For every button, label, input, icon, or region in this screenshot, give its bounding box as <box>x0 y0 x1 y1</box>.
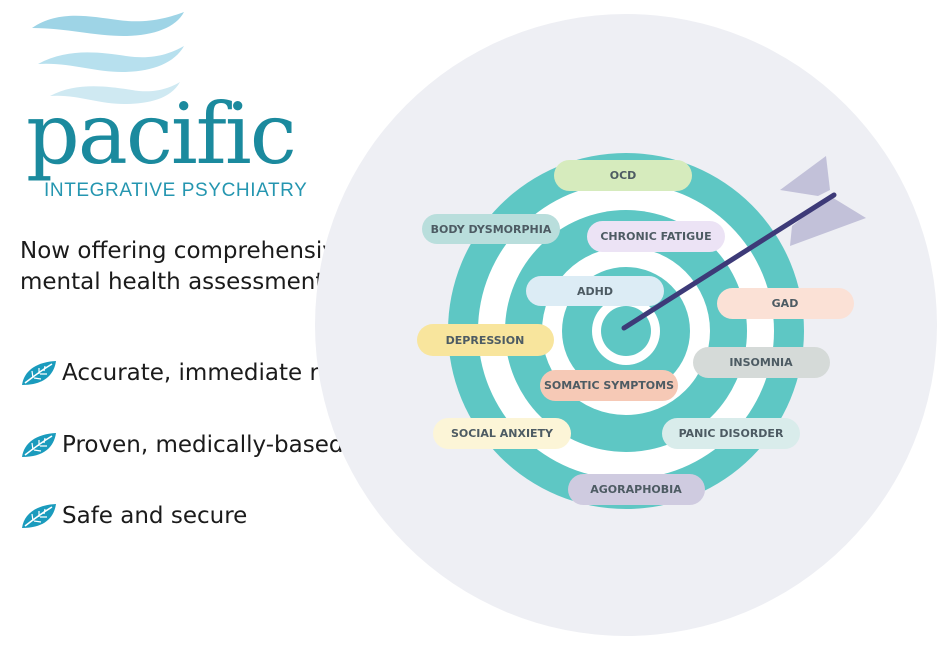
leaf-icon <box>20 356 62 390</box>
label-depression: DEPRESSION <box>417 324 554 356</box>
svg-text:ADHD: ADHD <box>577 285 613 298</box>
svg-text:DEPRESSION: DEPRESSION <box>446 334 525 347</box>
leaf-icon <box>20 499 62 533</box>
label-ocd: OCD <box>554 160 692 191</box>
label-chronic-fatigue: CHRONIC FATIGUE <box>587 221 725 252</box>
feature-text: Proven, medically-based <box>62 432 344 458</box>
arrow-icon <box>621 156 866 331</box>
label-agoraphobia: AGORAPHOBIA <box>568 474 705 505</box>
label-somatic-symptoms: SOMATIC SYMPTOMS <box>540 370 678 401</box>
label-body-dysmorphia: BODY DYSMORPHIA <box>422 214 560 244</box>
feature-item: Safe and secure <box>20 499 247 533</box>
logo-waves <box>32 12 184 104</box>
svg-text:CHRONIC FATIGUE: CHRONIC FATIGUE <box>600 230 711 243</box>
logo-wordmark: pacific <box>26 85 297 183</box>
svg-text:INSOMNIA: INSOMNIA <box>729 356 793 369</box>
feature-text: Safe and secure <box>62 503 248 529</box>
leaf-icon <box>20 428 62 462</box>
label-insomnia: INSOMNIA <box>693 347 830 378</box>
headline: Now offering comprehensive mental health… <box>20 238 351 295</box>
svg-text:AGORAPHOBIA: AGORAPHOBIA <box>590 483 682 496</box>
svg-text:PANIC DISORDER: PANIC DISORDER <box>679 427 784 440</box>
svg-text:GAD: GAD <box>772 297 799 310</box>
svg-text:BODY DYSMORPHIA: BODY DYSMORPHIA <box>431 223 552 236</box>
label-panic-disorder: PANIC DISORDER <box>662 418 800 449</box>
label-social-anxiety: SOCIAL ANXIETY <box>433 418 571 449</box>
svg-text:SOCIAL ANXIETY: SOCIAL ANXIETY <box>451 427 554 440</box>
feature-item: Proven, medically-based <box>20 428 343 462</box>
label-adhd: ADHD <box>526 276 664 306</box>
target-graphic: OCD BODY DYSMORPHIA CHRONIC FATIGUE ADHD… <box>315 14 937 636</box>
svg-text:OCD: OCD <box>610 169 637 182</box>
svg-text:SOMATIC SYMPTOMS: SOMATIC SYMPTOMS <box>544 379 674 392</box>
label-gad: GAD <box>717 288 854 319</box>
logo-tagline: INTEGRATIVE PSYCHIATRY <box>44 180 308 201</box>
